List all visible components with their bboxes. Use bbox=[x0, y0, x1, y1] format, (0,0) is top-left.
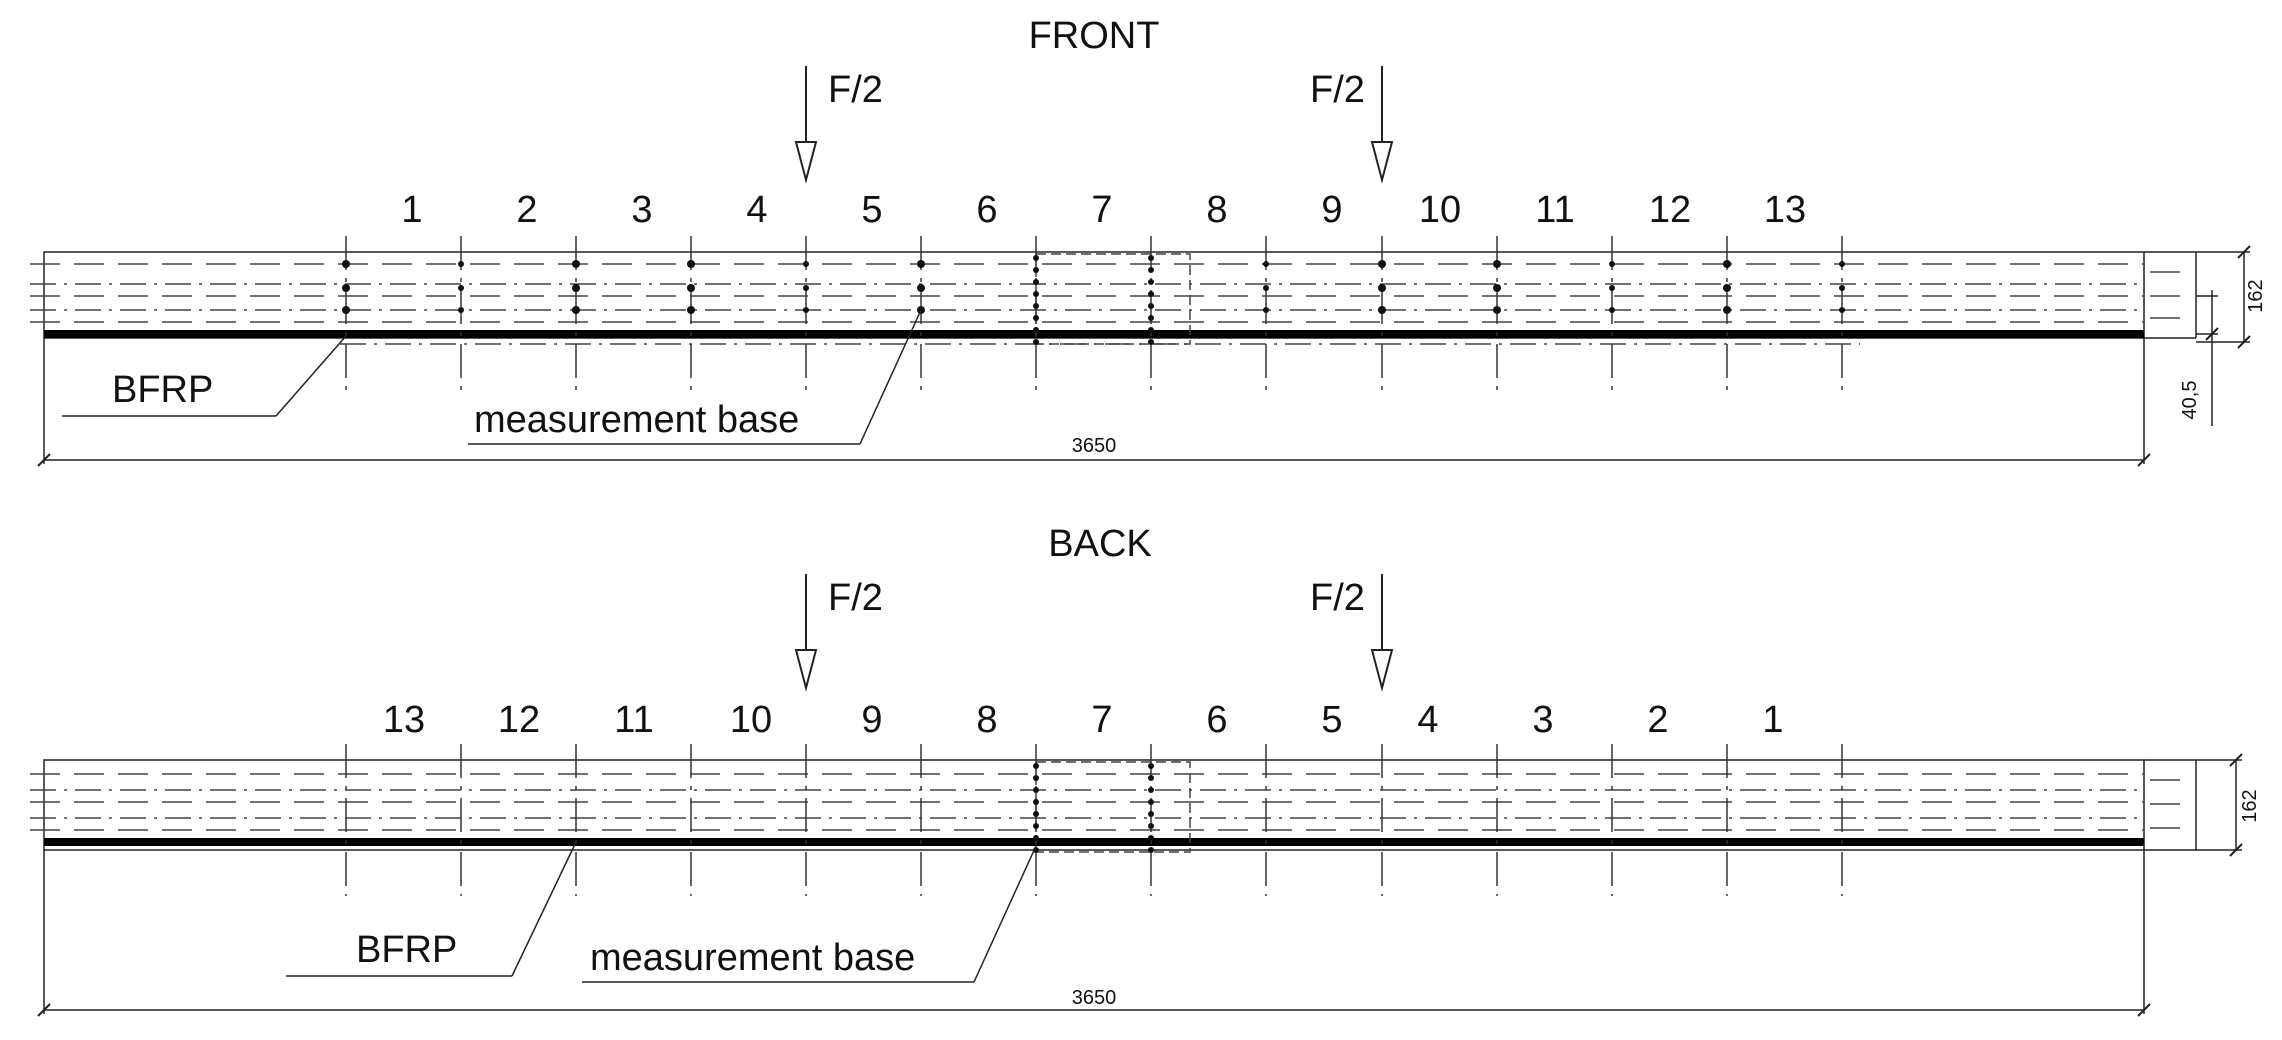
front-section-number: 13 bbox=[1764, 189, 1806, 231]
back-section-number: 7 bbox=[1091, 699, 1112, 741]
front-bfrp-callout bbox=[62, 335, 347, 417]
back-bfrp-callout bbox=[286, 841, 577, 977]
front-section-number: 9 bbox=[1321, 189, 1342, 231]
back-load-arrow-left bbox=[794, 574, 818, 692]
front-load-arrow-right bbox=[1370, 66, 1394, 184]
back-title: BACK bbox=[1048, 523, 1151, 565]
back-measure-points bbox=[1033, 763, 1154, 853]
back-height-value: 162 bbox=[2239, 789, 2261, 822]
front-offset-dimension bbox=[2196, 290, 2219, 426]
front-gridlines bbox=[345, 236, 1843, 390]
front-offset-value: 40,5 bbox=[2179, 381, 2201, 420]
front-section-number: 6 bbox=[976, 189, 997, 231]
front-length-dimension bbox=[37, 338, 2151, 467]
front-length-value: 3650 bbox=[1072, 435, 1117, 457]
front-section-numbers: 1 2 3 4 5 6 7 8 9 10 11 12 13 bbox=[401, 189, 1806, 231]
back-section-number: 9 bbox=[861, 699, 882, 741]
front-height-value: 162 bbox=[2245, 279, 2267, 312]
back-section-number: 13 bbox=[383, 699, 425, 741]
front-section-number: 12 bbox=[1649, 189, 1691, 231]
front-title: FRONT bbox=[1029, 15, 1160, 57]
back-load-arrow-right bbox=[1370, 574, 1394, 692]
front-section-number: 3 bbox=[631, 189, 652, 231]
front-section-number: 4 bbox=[746, 189, 767, 231]
front-height-dimension bbox=[2196, 245, 2251, 349]
back-section-number: 12 bbox=[498, 699, 540, 741]
back-section-number: 2 bbox=[1647, 699, 1668, 741]
back-section-number: 8 bbox=[976, 699, 997, 741]
back-section-number: 4 bbox=[1417, 699, 1438, 741]
front-section-number: 8 bbox=[1206, 189, 1227, 231]
front-measurement-callout bbox=[468, 309, 922, 445]
back-gridlines bbox=[345, 744, 1843, 896]
front-section-number: 11 bbox=[1535, 189, 1574, 231]
front-measure-points bbox=[342, 255, 1845, 345]
back-section-number: 6 bbox=[1206, 699, 1227, 741]
back-load-label-right: F/2 bbox=[1310, 577, 1365, 619]
back-section-number: 10 bbox=[730, 699, 772, 741]
front-load-arrow-left bbox=[794, 66, 818, 184]
back-measurement-callout bbox=[582, 845, 1037, 983]
back-length-value: 3650 bbox=[1072, 987, 1117, 1009]
front-section-number: 2 bbox=[516, 189, 537, 231]
front-beam bbox=[30, 251, 2197, 345]
back-section-number: 3 bbox=[1532, 699, 1553, 741]
back-beam bbox=[30, 759, 2197, 853]
front-view: FRONT F/2 F/2 1 2 3 4 5 6 7 8 9 10 11 12… bbox=[30, 15, 2267, 467]
back-section-numbers: 13 12 11 10 9 8 7 6 5 4 3 2 1 bbox=[383, 699, 1784, 741]
back-section-number: 1 bbox=[1762, 699, 1783, 741]
front-bfrp-label: BFRP bbox=[112, 369, 213, 411]
front-section-number: 10 bbox=[1419, 189, 1461, 231]
front-section-number: 7 bbox=[1091, 189, 1112, 231]
back-bfrp-label: BFRP bbox=[356, 929, 457, 971]
back-measurement-label: measurement base bbox=[590, 937, 915, 979]
front-load-label-right: F/2 bbox=[1310, 69, 1365, 111]
back-length-dimension bbox=[37, 850, 2151, 1017]
front-measurement-label: measurement base bbox=[474, 399, 799, 441]
back-view: BACK F/2 F/2 13 12 11 10 9 8 7 6 5 4 3 2… bbox=[30, 523, 2261, 1017]
back-section-number: 5 bbox=[1321, 699, 1342, 741]
front-load-label-left: F/2 bbox=[828, 69, 883, 111]
front-section-number: 1 bbox=[401, 189, 422, 231]
back-load-label-left: F/2 bbox=[828, 577, 883, 619]
back-height-dimension bbox=[2196, 753, 2243, 857]
back-section-number: 11 bbox=[614, 699, 653, 741]
front-section-number: 5 bbox=[861, 189, 882, 231]
